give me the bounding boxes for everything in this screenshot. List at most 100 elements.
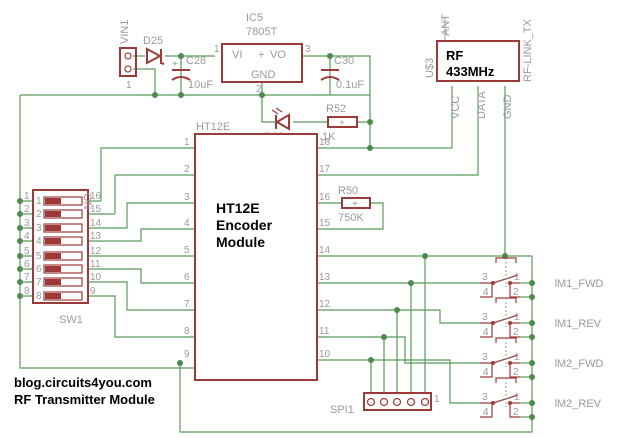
svg-text:U$3: U$3 [424,58,436,78]
dip-switch-number: 7 [36,277,42,288]
svg-text:VO: VO [270,49,286,61]
dip-switch-number: 6 [36,264,42,275]
svg-text:750K: 750K [338,212,364,224]
diode-d25: D25 [143,35,165,65]
button-pin: 1 [514,352,520,363]
wires [19,55,533,433]
dip-left-stubs [20,200,33,297]
svg-text:ON: ON [81,193,93,210]
button-label: M2_REV [557,398,602,410]
resistor-r50: + R50 750K [338,185,371,224]
dip-pin-right: 14 [90,218,102,229]
button-pin: 4 [483,287,489,298]
spi-pin [392,397,402,407]
dip-switch-lever [45,211,61,217]
svg-text:+: + [339,118,345,129]
dip-switch-lever [45,225,61,231]
svg-text:DATA: DATA [476,91,488,119]
push-button[interactable]: 3 4 1 2 M2_REV [480,377,602,418]
capacitor-c28: C28 10uF + [171,55,213,91]
regulator-ic5: VI + VO GND IC5 7805T 1 3 2 [214,12,311,95]
svg-text:R50: R50 [338,185,358,197]
encoder-pin-right: 11 [319,326,330,337]
dip-switch-number: 3 [36,223,42,234]
spi-pin [420,397,430,407]
dip-switch-slot [43,277,83,287]
spi-header: SPI1 1 [330,392,440,416]
button-pin: 2 [513,327,519,338]
dip-switch-slot [43,196,83,206]
push-button[interactable]: 3 4 1 2 M2_FWD [480,337,604,378]
button-pin: 3 [482,392,488,403]
dip-switch-number: 4 [36,236,42,247]
svg-text:C30: C30 [334,55,354,67]
encoder-pin-left: 5 [184,245,190,256]
svg-text:1K: 1K [322,131,336,143]
svg-text:GND: GND [251,69,276,81]
encoder-ht12e: HT12E HT12E Encoder Module 1234567891817… [184,121,331,381]
button-label: M2_FWD [557,358,604,370]
encoder-pin-right: 13 [319,272,331,283]
dip-switch-slot [43,251,83,261]
svg-text:2: 2 [256,84,262,95]
dip-pin-left: 5 [24,246,30,257]
svg-text:0.1uF: 0.1uF [336,79,364,91]
encoder-pin-right: 10 [319,349,331,360]
button-label: M1_REV [557,318,602,330]
dip-switch-number: 1 [36,196,42,207]
blog-subtitle: RF Transmitter Module [14,392,155,407]
spi-pin [366,397,376,407]
dip-switch-slot [43,223,83,233]
svg-text:RF: RF [446,48,463,63]
encoder-pin-left: 2 [184,164,190,175]
dip-switch-lever [45,198,61,204]
dip-switch-slot [43,264,83,274]
button-pin: 3 [482,352,488,363]
encoder-pin-left: 6 [184,272,190,283]
svg-text:+: + [258,49,264,61]
button-pin: 4 [483,367,489,378]
dip-switch-lever [45,253,61,259]
button-pin: 1 [514,312,520,323]
spi-pin [406,397,416,407]
dip-pin-right: 13 [90,231,102,242]
rf-module: RF 433MHz ANT VCC DATA GND U$3 RF-LINK_T… [424,14,534,119]
svg-text:SPI1: SPI1 [330,404,354,416]
svg-text:3: 3 [305,44,311,55]
dip-switch-lever [45,279,61,285]
encoder-pin-left: 4 [184,218,190,229]
dip-switch-number: 8 [36,291,42,302]
vin-label: VIN1 [119,20,131,44]
dip-switch-slot [43,291,83,301]
encoder-pin-right: 14 [319,245,331,256]
svg-text:R52: R52 [326,103,346,115]
button-pin: 3 [482,272,488,283]
dip-pin-left: 4 [24,231,30,242]
encoder-pin-left: 9 [184,349,190,360]
svg-text:RF-LINK_TX: RF-LINK_TX [522,18,534,82]
encoder-pin-left: 3 [184,192,190,203]
button-pin: 1 [514,392,520,403]
vin-connector: VIN1 1 [119,20,137,91]
encoder-pin-left: 8 [184,326,190,337]
resistor-r52: + R52 1K [322,103,358,143]
dip-pin-right: 11 [90,259,101,270]
button-pin: 2 [513,367,519,378]
button-pin: 2 [513,407,519,418]
dip-pin-left: 8 [24,286,30,297]
encoder-pin-right: 12 [319,299,331,310]
encoder-pin-right: 16 [319,192,331,203]
svg-text:Module: Module [216,234,265,250]
dip-switch-number: 5 [36,251,42,262]
dip-pin-left: 1 [24,191,30,202]
button-pin: 4 [483,407,489,418]
button-pin: 4 [483,327,489,338]
svg-text:ANT: ANT [440,14,452,36]
svg-text:HT12E: HT12E [196,121,230,133]
dip-pin-right: 16 [90,191,102,202]
dip-switch-slot [43,209,83,219]
spi-pin [379,397,389,407]
svg-text:433MHz: 433MHz [446,64,495,79]
